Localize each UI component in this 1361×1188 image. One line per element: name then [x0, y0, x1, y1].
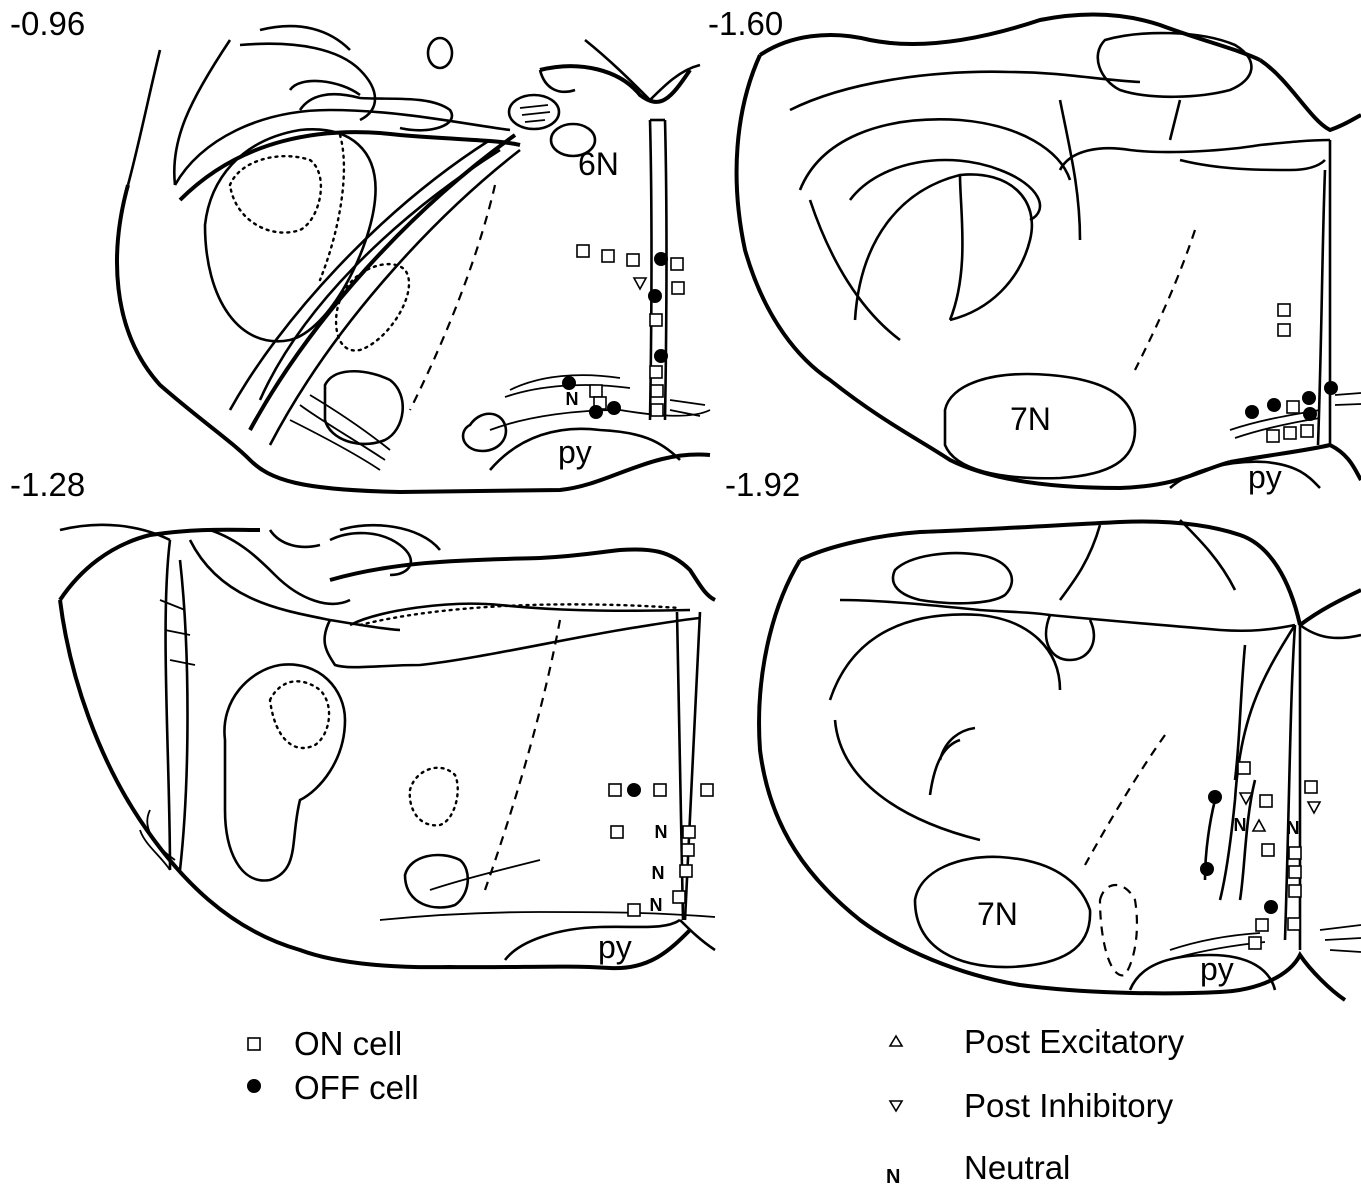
- region-label-py-2: py: [1248, 459, 1282, 495]
- panel-label-4: -1.92: [725, 466, 800, 503]
- on-cell-marker: [1284, 427, 1296, 439]
- post-inhibitory-marker: [634, 278, 646, 289]
- legend-on-cell-symbol: [248, 1038, 260, 1050]
- on-cell-marker: [1267, 430, 1279, 442]
- on-cell-marker: [683, 826, 695, 838]
- on-cell-marker: [590, 385, 602, 397]
- neutral-marker: N: [566, 389, 579, 409]
- legend-neutral-symbol: N: [886, 1166, 900, 1188]
- legend-post-inhibitory-label: Post Inhibitory: [964, 1087, 1174, 1124]
- on-cell-marker: [673, 891, 685, 903]
- off-cell-marker: [562, 376, 576, 390]
- on-cell-marker: [1249, 937, 1261, 949]
- off-cell-marker: [1267, 398, 1281, 412]
- region-label-6n: 6N: [578, 146, 619, 182]
- on-cell-marker: [1260, 795, 1272, 807]
- section-outline-minus-0-96: [117, 26, 710, 492]
- region-label-7n-4: 7N: [977, 896, 1018, 932]
- legend-post-inhibitory-symbol: [890, 1101, 902, 1111]
- region-label-py-4: py: [1200, 951, 1234, 987]
- off-cell-marker: [1303, 407, 1317, 421]
- off-cell-marker: [627, 783, 641, 797]
- neutral-marker: N: [655, 822, 668, 842]
- on-cell-marker: [1288, 918, 1300, 930]
- on-cell-marker: [1289, 885, 1301, 897]
- off-cell-marker: [1264, 900, 1278, 914]
- on-cell-marker: [650, 366, 662, 378]
- off-cell-marker: [1245, 405, 1259, 419]
- off-cell-marker: [1200, 862, 1214, 876]
- section-outline-minus-1-28: [60, 525, 715, 968]
- off-cell-marker: [1208, 790, 1222, 804]
- on-cell-marker: [701, 784, 713, 796]
- on-cell-marker: [1278, 324, 1290, 336]
- neutral-marker: N: [1287, 818, 1300, 838]
- region-label-py-3: py: [598, 929, 632, 965]
- legend-neutral-label: Neutral: [964, 1149, 1070, 1186]
- region-label-7n-2: 7N: [1010, 401, 1051, 437]
- section-outline-minus-1-92: [759, 520, 1361, 1000]
- on-cell-marker: [1301, 425, 1313, 437]
- legend-on-cell-label: ON cell: [294, 1025, 402, 1062]
- on-cell-marker: [1238, 762, 1250, 774]
- on-cell-marker: [611, 826, 623, 838]
- on-cell-marker: [627, 254, 639, 266]
- panel-label-3: -1.28: [10, 466, 85, 503]
- off-cell-marker: [1302, 391, 1316, 405]
- on-cell-marker: [577, 245, 589, 257]
- off-cell-marker: [654, 252, 668, 266]
- panel-label-1: -0.96: [10, 5, 85, 42]
- on-cell-marker: [682, 844, 694, 856]
- on-cell-marker: [672, 282, 684, 294]
- on-cell-marker: [1289, 847, 1301, 859]
- legend-post-excitatory-symbol: [890, 1036, 902, 1046]
- on-cell-marker: [1287, 401, 1299, 413]
- post-excitatory-marker: [1253, 820, 1265, 831]
- off-cell-marker: [607, 401, 621, 415]
- neutral-marker: N: [650, 895, 663, 915]
- on-cell-marker: [1289, 866, 1301, 878]
- post-inhibitory-marker: [1308, 802, 1320, 813]
- off-cell-marker: [589, 405, 603, 419]
- on-cell-marker: [680, 865, 692, 877]
- on-cell-marker: [1305, 781, 1317, 793]
- off-cell-marker: [648, 289, 662, 303]
- on-cell-marker: [602, 250, 614, 262]
- cell-markers-panel-3: NNN: [609, 783, 713, 916]
- on-cell-marker: [1278, 304, 1290, 316]
- on-cell-marker: [1262, 844, 1274, 856]
- legend: ON cell OFF cell Post Excitatory Post In…: [247, 1023, 1185, 1188]
- on-cell-marker: [651, 404, 663, 416]
- neutral-marker: N: [652, 863, 665, 883]
- legend-off-cell-symbol: [247, 1079, 261, 1093]
- region-label-py-1: py: [558, 434, 592, 470]
- off-cell-marker: [654, 349, 668, 363]
- off-cell-marker: [1324, 381, 1338, 395]
- on-cell-marker: [671, 258, 683, 270]
- on-cell-marker: [654, 784, 666, 796]
- on-cell-marker: [1256, 919, 1268, 931]
- legend-off-cell-label: OFF cell: [294, 1069, 419, 1106]
- on-cell-marker: [651, 385, 663, 397]
- neutral-marker: N: [1234, 815, 1247, 835]
- on-cell-marker: [628, 904, 640, 916]
- on-cell-marker: [609, 784, 621, 796]
- on-cell-marker: [650, 314, 662, 326]
- legend-post-excitatory-label: Post Excitatory: [964, 1023, 1185, 1060]
- panel-label-2: -1.60: [708, 5, 783, 42]
